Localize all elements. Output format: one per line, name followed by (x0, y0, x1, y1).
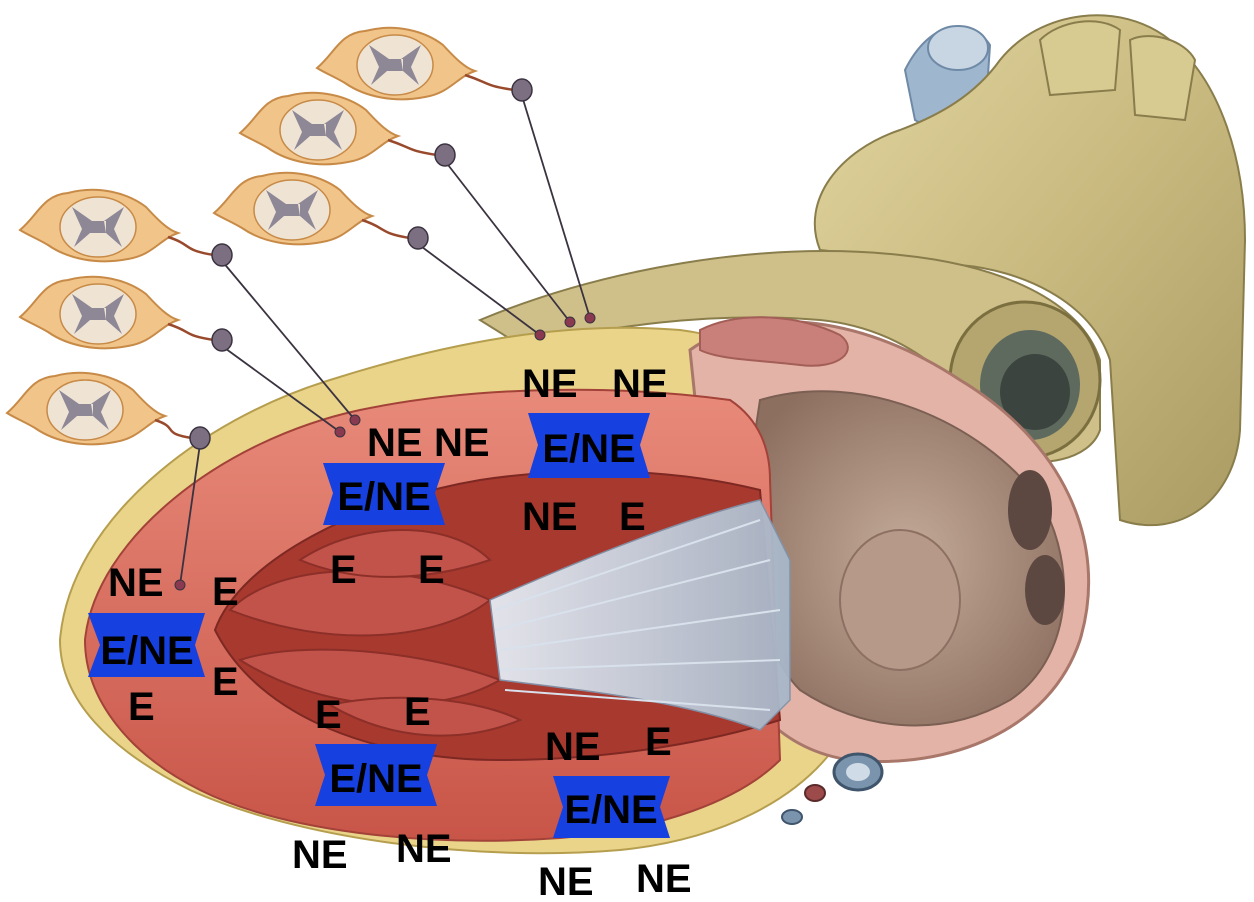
sympathetic-ganglion-icon (212, 329, 232, 351)
ne-label: NE (522, 362, 578, 406)
e-label: E (418, 548, 445, 592)
mixed-label: E/NE (542, 427, 635, 471)
spinal-cord-cross-section-icon (20, 190, 178, 261)
preganglionic-fibre (168, 237, 214, 255)
sympathetic-ganglion-icon (190, 427, 210, 449)
spinal-cord-cross-section-icon (20, 277, 178, 348)
preganglionic-fibre (155, 420, 192, 438)
e-label: E (619, 495, 646, 539)
ne-label: NE (292, 833, 348, 877)
ne-label: NE (108, 561, 164, 605)
ne-label: NE (612, 362, 668, 406)
mixed-badge-apex: E/NE (88, 613, 205, 677)
nerve-terminal (585, 313, 595, 323)
ne-label: NE (636, 857, 692, 901)
e-label: E (315, 693, 342, 737)
spinal-cord-cross-section-icon (317, 28, 475, 99)
nerve-terminal (335, 427, 345, 437)
mixed-label: E/NE (564, 788, 657, 832)
e-label: E (404, 690, 431, 734)
ne-label: NE (522, 495, 578, 539)
preganglionic-fibre (388, 140, 437, 155)
nerve-terminal (350, 415, 360, 425)
spinal-cord-cross-section-icon (7, 373, 165, 444)
spinal-cord-cross-section-icon (240, 93, 398, 164)
nerve-terminal (175, 580, 185, 590)
sympathetic-ganglion-icon (512, 79, 532, 101)
postganglionic-fibre (445, 161, 570, 322)
preganglionic-fibre (168, 324, 214, 340)
e-label: E (330, 548, 357, 592)
nerve-terminal (535, 330, 545, 340)
ne-label: NE (538, 860, 594, 902)
postganglionic-fibre (418, 244, 540, 335)
mixed-label: E/NE (337, 475, 430, 519)
ne-label: NE (434, 421, 490, 465)
postganglionic-fibre (522, 96, 590, 318)
ne-label: NE (545, 725, 601, 769)
sympathetic-ganglion-icon (212, 244, 232, 266)
nerve-terminal (565, 317, 575, 327)
sympathetic-ganglion-icon (408, 227, 428, 249)
mixed-badge-upper-right: E/NE (528, 413, 650, 478)
spinal-cord-cross-section-icon (214, 173, 372, 244)
ne-label: NE (396, 827, 452, 871)
e-label: E (645, 720, 672, 764)
e-label: E (212, 570, 239, 614)
preganglionic-fibre (465, 75, 514, 90)
sympathetic-ganglion-icon (435, 144, 455, 166)
mixed-badge-upper-left: E/NE (323, 463, 445, 525)
e-label: E (212, 660, 239, 704)
ne-label: NE (367, 421, 423, 465)
mixed-badge-lower-right: E/NE (553, 776, 670, 838)
mixed-badge-lower-left: E/NE (315, 744, 437, 806)
mixed-label: E/NE (329, 757, 422, 801)
mixed-label: E/NE (100, 629, 193, 673)
preganglionic-fibre (362, 220, 410, 238)
e-label: E (128, 685, 155, 729)
